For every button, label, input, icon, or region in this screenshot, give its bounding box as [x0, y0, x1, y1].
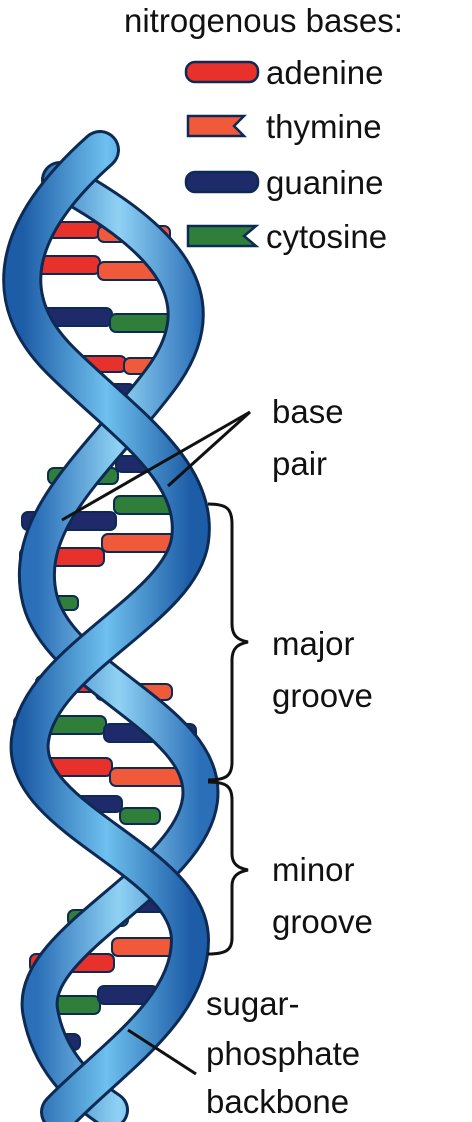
label-phosphate: phosphate — [206, 1035, 361, 1072]
label-base: base — [272, 393, 344, 430]
legend-swatch-adenine — [184, 60, 260, 84]
legend-swatch-guanine — [184, 170, 260, 194]
legend-label-cytosine: cytosine — [266, 218, 388, 255]
legend-label-adenine: adenine — [266, 54, 384, 91]
minor-groove-bracket — [207, 780, 249, 956]
backbone-pointer — [127, 1028, 197, 1076]
legend-label-guanine: guanine — [266, 164, 384, 201]
label-backbone: backbone — [206, 1083, 350, 1120]
base-pair-pointer — [61, 410, 252, 522]
legend-swatch-thymine — [186, 114, 248, 138]
backbone-strand-front-fill — [5, 133, 208, 1122]
legend-swatch-cytosine — [186, 224, 260, 248]
backbone-strand-back-fill — [20, 164, 217, 1122]
label-sugar: sugar- — [206, 985, 300, 1022]
major-groove-bracket — [207, 502, 249, 782]
label-pair: pair — [272, 445, 328, 482]
legend-label-thymine: thymine — [266, 108, 382, 145]
legend-title: nitrogenous bases: — [124, 2, 403, 39]
label-major: major — [272, 625, 355, 662]
label-minor: minor — [272, 851, 355, 888]
label-major-groove: groove — [272, 677, 373, 714]
label-minor-groove: groove — [272, 903, 373, 940]
